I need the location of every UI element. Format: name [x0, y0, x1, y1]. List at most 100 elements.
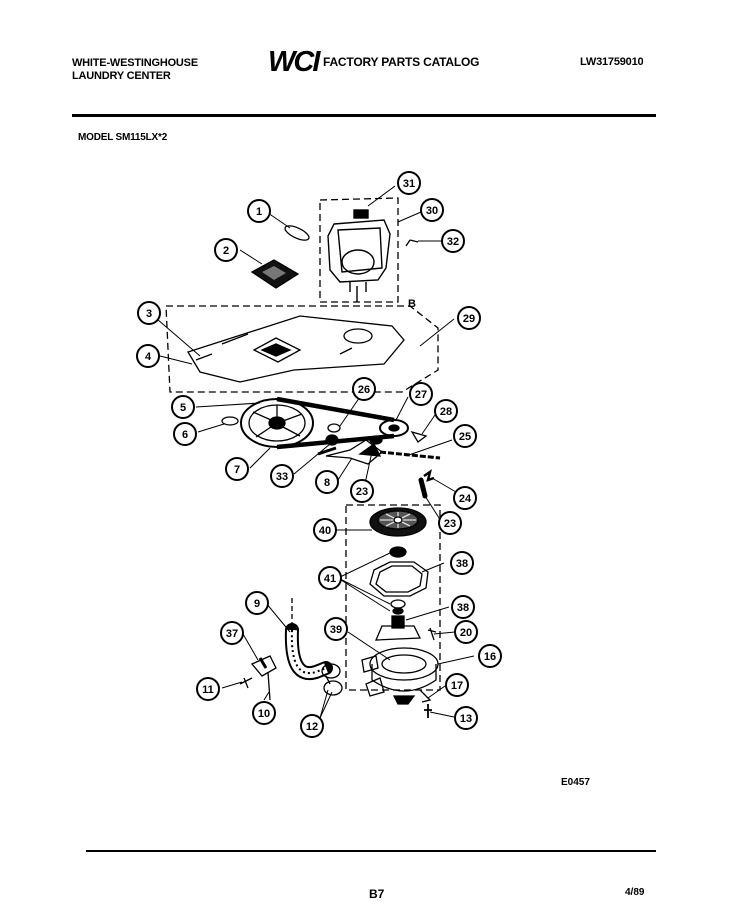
clip-27: [410, 430, 428, 443]
callout-circle: [457, 306, 481, 330]
callout-circle: [454, 706, 478, 730]
callout-9: 9: [245, 591, 269, 615]
pump-housing-16: [361, 647, 439, 705]
callout-8: 8: [315, 470, 339, 494]
callout-label: 40: [319, 525, 331, 537]
screw-33: [405, 239, 419, 247]
callout-28: 28: [434, 399, 458, 423]
callout-label: 38: [456, 558, 468, 570]
callout-circle: [247, 199, 271, 223]
callout-label: 27: [415, 389, 427, 401]
callout-label: 12: [306, 721, 318, 733]
callout-circle: [453, 424, 477, 448]
callout-12: 12: [300, 714, 324, 738]
callout-label: 16: [484, 651, 496, 663]
callout-38: 38: [450, 551, 474, 575]
callout-circle: [300, 714, 324, 738]
callout-2: 2: [214, 238, 238, 262]
callout-label: 24: [459, 493, 472, 505]
callout-circle: [438, 511, 462, 535]
callout-label: 23: [444, 518, 456, 530]
callout-10: 10: [252, 701, 276, 725]
callout-16: 16: [478, 644, 502, 668]
pad-part-2: [250, 259, 300, 289]
motor-pulley: [379, 419, 409, 437]
pump-cover-39: [374, 615, 422, 641]
logo-text: WCI: [268, 47, 321, 75]
callout-label: 38: [457, 602, 469, 614]
leader-lines: [149, 185, 475, 719]
callout-label: 5: [180, 402, 186, 414]
callout-3: 3: [137, 301, 161, 325]
callout-32: 32: [441, 229, 465, 253]
callout-label: 26: [358, 384, 370, 396]
callout-circle: [313, 518, 337, 542]
callout-circle: [453, 486, 477, 510]
callout-23: 23: [438, 511, 462, 535]
callout-label: 33: [276, 471, 288, 483]
callout-circle: [137, 301, 161, 325]
callout-20: 20: [454, 620, 478, 644]
callout-13: 13: [454, 706, 478, 730]
callout-label: 20: [460, 627, 472, 639]
callout-label: 4: [145, 351, 152, 363]
callout-label: 17: [451, 680, 463, 692]
callout-circle: [324, 617, 348, 641]
callout-label: 41: [324, 573, 336, 585]
callout-25: 25: [453, 424, 477, 448]
callout-31: 31: [397, 171, 421, 195]
callout-label: 7: [234, 464, 240, 476]
date-code: 4/89: [625, 887, 645, 898]
callout-circle: [270, 464, 294, 488]
callout-circle: [252, 701, 276, 725]
brand-block: WHITE-WESTINGHOUSE LAUNDRY CENTER: [72, 57, 198, 83]
callout-circle: [451, 595, 475, 619]
callout-label: 28: [440, 406, 452, 418]
callout-circle: [420, 198, 444, 222]
callout-23: 23: [350, 479, 374, 503]
callout-label: 31: [403, 178, 415, 190]
callout-41: 41: [318, 566, 342, 590]
callout-39: 39: [324, 617, 348, 641]
callout-40: 40: [313, 518, 337, 542]
callout-label: 2: [223, 245, 229, 257]
screw-13: [424, 704, 432, 718]
callout-circle: [352, 377, 376, 401]
catalog-number: LW31759010: [580, 56, 644, 68]
header-divider: [72, 114, 656, 117]
callout-label: 11: [202, 684, 214, 696]
idler-pulleys: [325, 423, 383, 446]
drive-pulley: [240, 398, 314, 448]
callout-label: 8: [324, 477, 330, 489]
catalog-title: FACTORY PARTS CATALOG: [323, 55, 480, 69]
strap-10: [267, 671, 271, 701]
callout-1: 1: [247, 199, 271, 223]
callout-circle: [196, 677, 220, 701]
callout-label: 10: [258, 708, 270, 720]
screw-20: [427, 627, 437, 641]
callout-circle: [434, 399, 458, 423]
callout-38: 38: [451, 595, 475, 619]
spring-24: [423, 469, 435, 482]
clip-17: [419, 689, 432, 703]
callout-33: 33: [270, 464, 294, 488]
callout-30: 30: [420, 198, 444, 222]
callout-circle: [409, 382, 433, 406]
callout-label: 6: [182, 429, 188, 441]
callout-circle: [450, 551, 474, 575]
callout-circle: [173, 422, 197, 446]
marker-letter: B: [408, 298, 416, 310]
callout-11: 11: [196, 677, 220, 701]
callout-27: 27: [409, 382, 433, 406]
callout-24: 24: [453, 486, 477, 510]
bracket-38-lower: [250, 655, 277, 677]
callout-label: 32: [447, 236, 459, 248]
linkage-arm: [317, 439, 441, 465]
callout-circle: [171, 395, 195, 419]
callout-circle: [318, 566, 342, 590]
gasket-38: [369, 561, 429, 597]
callout-5: 5: [171, 395, 195, 419]
callout-circle: [445, 673, 469, 697]
